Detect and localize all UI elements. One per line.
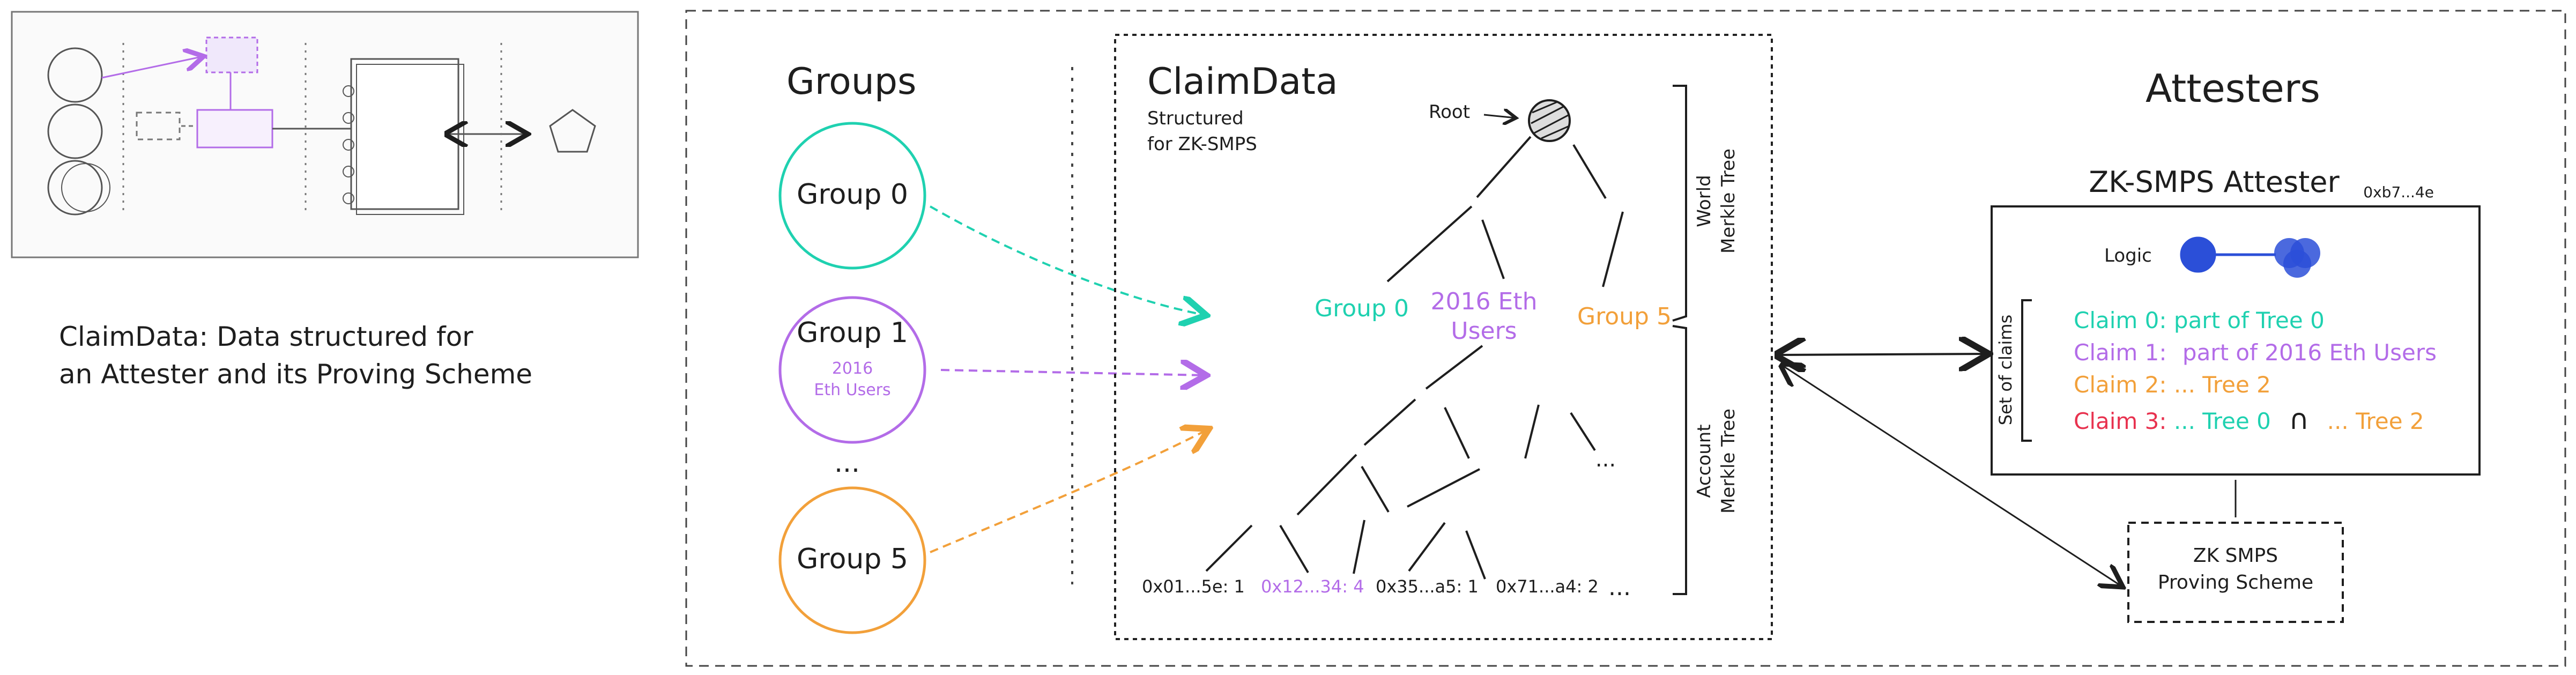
caption-line-2: an Attester and its Proving Scheme — [59, 359, 532, 390]
claimdata-title: ClaimData — [1147, 61, 1338, 103]
proving-scheme-line-2: Proving Scheme — [2158, 572, 2313, 594]
claim-3-part2: ... Tree 2 — [2327, 408, 2424, 434]
claim-2: Claim 2: ... Tree 2 — [2074, 372, 2271, 398]
leaf-0: 0x01...5e: 1 — [1142, 576, 1245, 597]
claim-1: Claim 1: part of 2016 Eth Users — [2074, 339, 2437, 366]
claimdata-proving-link — [1783, 366, 2123, 587]
leaf-1: 0x12...34: 4 — [1261, 576, 1364, 597]
claim-1-prefix: Claim 1: — [2074, 339, 2167, 366]
group-0-label: Group 0 — [797, 179, 908, 211]
svg-text:Merkle Tree: Merkle Tree — [1718, 409, 1739, 514]
world-group-5-label: Group 5 — [1577, 303, 1672, 330]
attesters-title: Attesters — [2146, 66, 2320, 111]
svg-text:World: World — [1694, 175, 1715, 227]
leaf-2: 0x35...a5: 1 — [1376, 576, 1479, 597]
set-of-claims-label: Set of claims — [1995, 315, 2016, 426]
attester-box-title: ZK-SMPS Attester — [2089, 165, 2340, 199]
group-5-arrow — [930, 429, 1209, 553]
group-1-arrow — [940, 370, 1206, 375]
group-5-node: Group 5 — [778, 486, 926, 634]
claimdata-subtitle-1: Structured — [1147, 108, 1244, 129]
claim-2-prefix: Claim 2: — [2074, 372, 2167, 398]
caption-line-1: ClaimData: Data structured for — [59, 321, 473, 352]
main-frame — [685, 10, 2566, 667]
leaf-3: 0x71...a4: 2 — [1496, 576, 1599, 597]
leaf-ellipsis: ... — [1608, 574, 1631, 601]
world-group-eth-label: 2016 Eth — [1431, 288, 1538, 315]
group-1-sub-label: Eth Users — [814, 381, 890, 399]
group-1-sub-year: 2016 — [832, 359, 873, 378]
proving-scheme-box — [2127, 522, 2344, 623]
claim-1-text: part of 2016 Eth Users — [2182, 339, 2437, 366]
proving-scheme-line-1: ZK SMPS — [2193, 545, 2278, 567]
groups-ellipsis: ... — [834, 447, 860, 478]
claimdata-subtitle-2: for ZK-SMPS — [1147, 133, 1257, 155]
claim-3-operator: ∩ — [2289, 404, 2309, 436]
attester-box — [1991, 205, 2481, 476]
group-0-arrow — [930, 205, 1206, 315]
svg-text:Merkle Tree: Merkle Tree — [1718, 149, 1739, 254]
logic-graph-icon — [2180, 236, 2320, 278]
account-tree-edges — [1205, 345, 1596, 580]
overview-thumbnail — [11, 11, 639, 258]
claims-bracket — [2021, 299, 2032, 442]
claim-2-text: ... Tree 2 — [2174, 372, 2271, 398]
attester-address: 0xb7...4e — [2363, 183, 2434, 201]
claimdata-attester-link — [1779, 354, 1989, 355]
svg-text:Account: Account — [1694, 424, 1715, 498]
group-5-label: Group 5 — [797, 543, 908, 575]
group-1-node: Group 1 2016 Eth Users — [778, 296, 926, 444]
account-tree-label: Account Merkle Tree — [1694, 409, 1739, 514]
account-tree-ellipsis: ... — [1595, 447, 1616, 472]
world-group-0-label: Group 0 — [1315, 295, 1409, 322]
group-1-label: Group 1 — [797, 317, 908, 349]
world-tree-bracket — [1672, 85, 1687, 322]
root-node — [1528, 99, 1571, 142]
account-tree-bracket — [1672, 325, 1687, 595]
claimdata-box — [1114, 34, 1773, 640]
groups-title: Groups — [786, 61, 916, 103]
group-0-node: Group 0 — [778, 122, 926, 270]
claim-3-part1: ... Tree 0 — [2174, 408, 2271, 434]
claim-3: Claim 3: ... Tree 0 ∩ ... Tree 2 — [2074, 404, 2424, 436]
claim-0: Claim 0: part of Tree 0 — [2074, 307, 2325, 333]
root-label: Root — [1429, 101, 1470, 123]
logic-label: Logic — [2104, 245, 2152, 266]
world-tree-edges — [1386, 136, 1624, 287]
claim-0-text: part of Tree 0 — [2174, 307, 2325, 333]
claim-0-prefix: Claim 0: — [2074, 307, 2167, 333]
claim-3-prefix: Claim 3: — [2074, 408, 2167, 434]
world-tree-label: World Merkle Tree — [1694, 149, 1739, 254]
world-group-eth-label-2: Users — [1451, 317, 1517, 345]
svg-text:Set of claims: Set of claims — [1995, 315, 2016, 426]
